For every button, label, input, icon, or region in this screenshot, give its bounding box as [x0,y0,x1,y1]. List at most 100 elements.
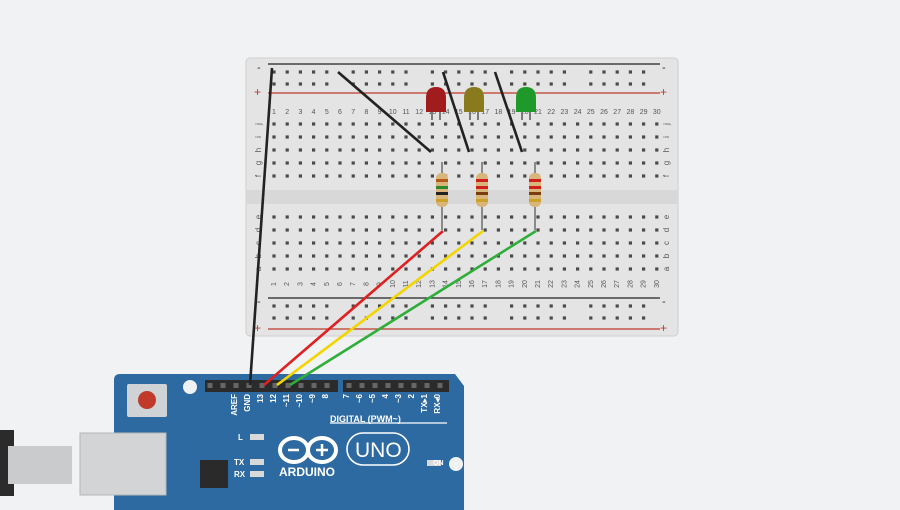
header-pin[interactable] [437,383,443,388]
header-pin[interactable] [324,383,330,388]
breadboard-hole [642,267,646,271]
rail-hole [272,70,276,74]
rail-hole [285,316,289,320]
breadboard-hole [404,228,408,232]
rail-hole [272,316,276,320]
column-number: 14 [442,109,450,116]
breadboard-hole [483,215,487,219]
resistor-red[interactable] [436,162,448,230]
rail-hole [589,304,593,308]
breadboard-hole [589,228,593,232]
breadboard-hole [496,148,500,152]
header-pin[interactable] [359,383,365,388]
rail-hole [483,70,487,74]
header-pin[interactable] [246,383,252,388]
led-red-ground-wire[interactable] [337,71,432,153]
rail-hole [391,316,395,320]
breadboard-holes [272,70,659,320]
resistor-band [529,199,541,202]
yellow-led[interactable] [464,87,484,120]
rail-hole [536,82,540,86]
breadboard-hole [312,161,316,165]
column-number: 20 [522,280,529,288]
breadboard-hole [391,161,395,165]
yellow-wire[interactable] [276,229,484,387]
green-led[interactable] [516,87,536,120]
header-pin[interactable] [385,383,391,388]
rail-hole [615,82,619,86]
pin-label: ~10 [295,393,304,407]
breadboard-hole [602,228,606,232]
breadboard-hole [615,215,619,219]
breadboard-hole [628,148,632,152]
resistor-green[interactable] [529,162,541,230]
column-number: 9 [378,109,382,116]
center-channel [246,190,678,204]
header-pin[interactable] [346,383,352,388]
header-pin[interactable] [372,383,378,388]
breadboard-hole [338,122,342,126]
resistor-yellow[interactable] [476,162,488,230]
breadboard-hole [576,215,580,219]
header-pin[interactable] [207,383,213,388]
breadboard-hole [430,215,434,219]
breadboard-hole [272,267,276,271]
breadboard-hole [391,174,395,178]
header-pin[interactable] [285,383,291,388]
gnd-wire[interactable] [248,67,274,386]
column-number: 16 [468,109,476,116]
breadboard-hole [602,174,606,178]
column-number: 1 [271,282,278,286]
column-number: 20 [521,109,529,116]
rail-hole [457,316,461,320]
breadboard-hole [628,241,632,245]
rail-hole [457,70,461,74]
breadboard-hole [430,135,434,139]
header-pin[interactable] [259,383,265,388]
rail-hole [404,82,408,86]
header-pin[interactable] [272,383,278,388]
led-tx [250,459,264,465]
header-pin[interactable] [398,383,404,388]
column-number: 17 [481,109,489,116]
header-pin[interactable] [233,383,239,388]
led-green-ground-wire[interactable] [493,71,524,153]
breadboard-hole [298,135,302,139]
green-wire[interactable] [289,229,537,387]
breadboard-hole [470,161,474,165]
header-pin[interactable] [298,383,304,388]
arduino-logo [278,436,338,464]
breadboard-hole [470,135,474,139]
breadboard-hole [444,215,448,219]
pin-label: GND [243,394,252,412]
reset-button[interactable] [138,391,156,409]
breadboard-hole [457,215,461,219]
breadboard-hole [325,161,329,165]
breadboard[interactable]: - + - + - + - + 112233445566778899101011… [245,57,679,337]
red-led[interactable] [426,87,446,120]
rail-hole [628,70,632,74]
resistor-band [436,199,448,202]
led-yellow-ground-wire[interactable] [441,71,471,153]
red-wire[interactable] [263,230,444,386]
pin-label: TX▸1 [420,393,429,412]
breadboard-hole [378,215,382,219]
column-number: 16 [469,280,476,288]
header-pin[interactable] [311,383,317,388]
breadboard-hole [312,135,316,139]
header-pin[interactable] [220,383,226,388]
breadboard-hole [338,254,342,258]
breadboard-hole [470,215,474,219]
header-pin[interactable] [424,383,430,388]
breadboard-hole [285,161,289,165]
breadboard-hole [523,267,527,271]
breadboard-hole [391,122,395,126]
breadboard-hole [602,135,606,139]
rail-hole [589,82,593,86]
resistor-band [436,186,448,189]
column-number: 22 [548,280,555,288]
breadboard-hole [285,148,289,152]
header-pin[interactable] [411,383,417,388]
rail-plus-tl: + [254,85,261,99]
